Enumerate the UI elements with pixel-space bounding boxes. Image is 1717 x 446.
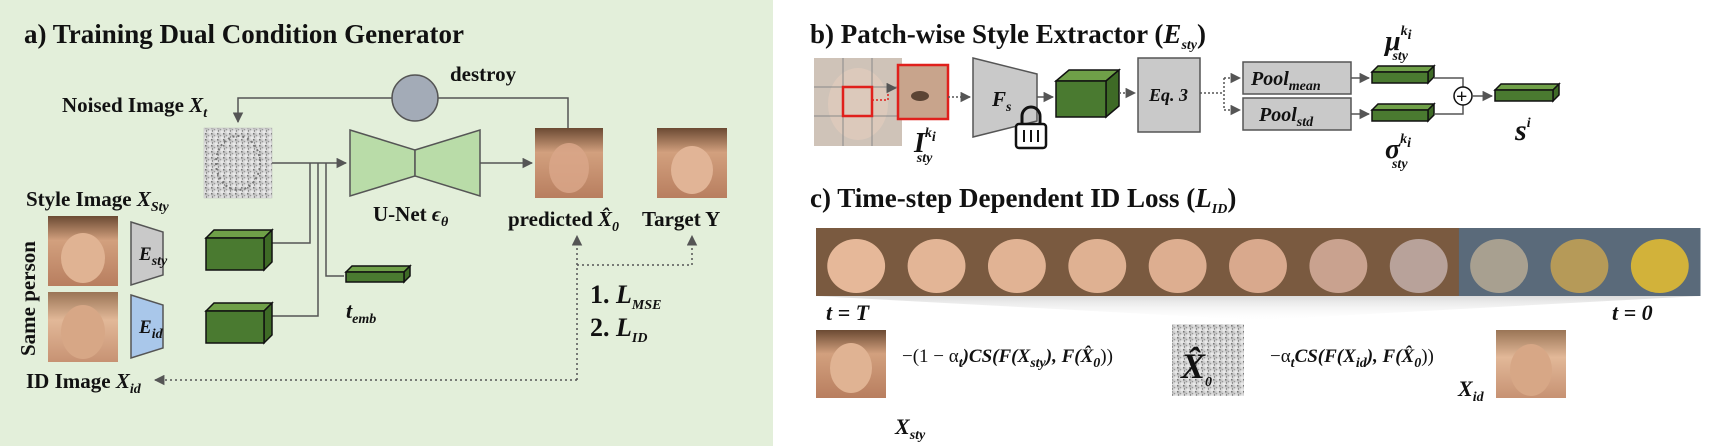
t-end-label: t = 0: [1612, 300, 1653, 325]
destroy-label: destroy: [450, 62, 517, 86]
time-embedding-block: [344, 264, 412, 284]
id-face: [61, 305, 105, 359]
noised-image-label: Noised Image Xt: [62, 93, 208, 121]
predicted-face: [549, 143, 589, 193]
id-feature-block: [204, 301, 274, 345]
timestep-face: [907, 239, 966, 293]
t-start-label: t = T: [826, 300, 871, 325]
s-label: si: [1514, 114, 1531, 147]
loss-id: 2. LID: [590, 313, 647, 346]
style-cond-line: [272, 163, 311, 244]
timestep-face: [1309, 239, 1368, 293]
panel-b-title: b) Patch-wise Style Extractor (Esty): [810, 19, 1206, 53]
center-x0-label: X̂0: [1180, 346, 1212, 390]
noised-image: [203, 127, 273, 199]
pool-mean-label: Poolmean: [1250, 68, 1321, 94]
style-image-label: Style Image XSty: [26, 187, 170, 215]
center-noise-image: [1172, 324, 1244, 396]
destroy-node: [391, 74, 439, 122]
x-id-face: [1510, 344, 1552, 396]
destroy-line-right: [438, 97, 569, 128]
temb-line: [325, 163, 344, 277]
lock-icon: [1014, 105, 1048, 150]
timestep-face: [987, 239, 1046, 293]
mu-to-plus-line: [1434, 77, 1464, 87]
timestep-face: [1148, 239, 1207, 293]
panel-c-title: c) Time-step Dependent ID Loss (LID): [810, 183, 1236, 217]
zoomed-patch-eye: [911, 91, 929, 101]
panel-a-background: [0, 0, 773, 446]
id-image-label: ID Image Xid: [26, 369, 142, 397]
pool-std-box: [1242, 97, 1352, 131]
noised-face-ghost: [215, 135, 261, 191]
pool-mean-box: [1242, 61, 1352, 95]
sigma-vector-block: [1370, 102, 1436, 123]
timestep-face: [1068, 239, 1127, 293]
style-face: [61, 233, 105, 283]
same-person-label: Same person: [16, 241, 40, 356]
timestep-face: [1389, 239, 1448, 293]
x-sty-face: [830, 343, 872, 393]
timestep-face: [1550, 239, 1609, 293]
loss-mse: 1. LMSE: [590, 280, 661, 313]
target-face: [671, 146, 713, 194]
timestep-face-strip: [816, 228, 1701, 296]
unet-label: U-Net ϵθ: [373, 202, 449, 230]
sigma-to-plus-line: [1434, 105, 1464, 115]
patch-grid-face: [828, 68, 888, 140]
mu-vector-block: [1370, 64, 1436, 85]
eq3-box: [1137, 57, 1201, 133]
panel-a-title: a) Training Dual Condition Generator: [24, 19, 464, 49]
timestep-face: [1630, 239, 1689, 293]
style-feature-cube: [1053, 68, 1122, 119]
fade-band: [816, 296, 1700, 320]
style-encoder: [130, 220, 164, 287]
right-loss-formula: −αtCS(F(Xid), F(X̂0)): [1270, 346, 1434, 371]
x-sty-label: Xsty: [894, 414, 926, 443]
id-cond-line: [272, 163, 319, 317]
id-encoder-label: Eid: [138, 317, 164, 342]
eq3-label: Eq. 3: [1148, 85, 1188, 105]
s-vector-block: [1493, 82, 1561, 103]
timestep-face: [827, 239, 886, 293]
left-loss-formula: −(1 − αt)CS(F(Xsty), F(X̂0)): [902, 346, 1113, 371]
id-encoder: [130, 293, 164, 360]
unet-decoder: [414, 128, 481, 198]
patch-zoom-arrow: [872, 82, 898, 101]
timestep-face: [1470, 239, 1529, 293]
time-embedding-label: temb: [346, 298, 376, 327]
fs-label: Fs: [991, 87, 1012, 115]
style-encoder-label: Esty: [138, 244, 168, 269]
x-id-label: Xid: [1457, 376, 1485, 405]
target-label: Target Y: [642, 207, 720, 231]
plus-symbol: +: [1456, 86, 1467, 108]
destroy-line-left: [232, 97, 392, 124]
timestep-face: [1229, 239, 1287, 293]
selected-patch: [841, 85, 874, 118]
predicted-label: predicted X̂0: [508, 206, 619, 235]
pool-std-label: Poolstd: [1258, 104, 1314, 130]
style-feature-block: [204, 228, 274, 272]
